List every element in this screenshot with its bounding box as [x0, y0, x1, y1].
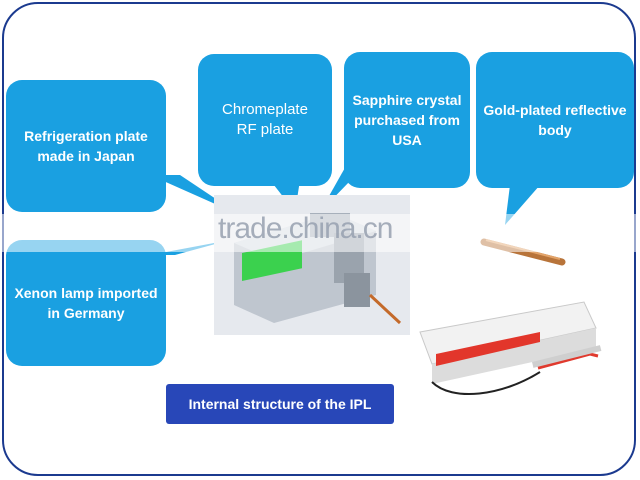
refrigeration-plate-label: Refrigeration plate made in Japan	[12, 126, 160, 166]
chromeplate-label: Chromeplate	[222, 100, 308, 120]
gold-plated-bubble: Gold-plated reflective body	[476, 52, 634, 188]
sapphire-crystal-label: Sapphire crystal purchased from USA	[350, 90, 464, 150]
xenon-lamp-image	[412, 292, 612, 422]
refrigeration-plate-bubble: Refrigeration plate made in Japan	[6, 80, 166, 212]
xenon-lamp-label: Xenon lamp imported in Germany	[12, 283, 160, 323]
caption-label: Internal structure of the IPL	[166, 384, 394, 424]
watermark-text: trade.china.cn	[218, 212, 392, 246]
rf-plate-label: RF plate	[237, 120, 294, 140]
sapphire-crystal-bubble: Sapphire crystal purchased from USA	[344, 52, 470, 188]
xenon-lamp-bubble: Xenon lamp imported in Germany	[6, 240, 166, 366]
chromeplate-rf-bubble: Chromeplate RF plate	[198, 54, 332, 186]
gold-plated-label: Gold-plated reflective body	[482, 100, 628, 140]
